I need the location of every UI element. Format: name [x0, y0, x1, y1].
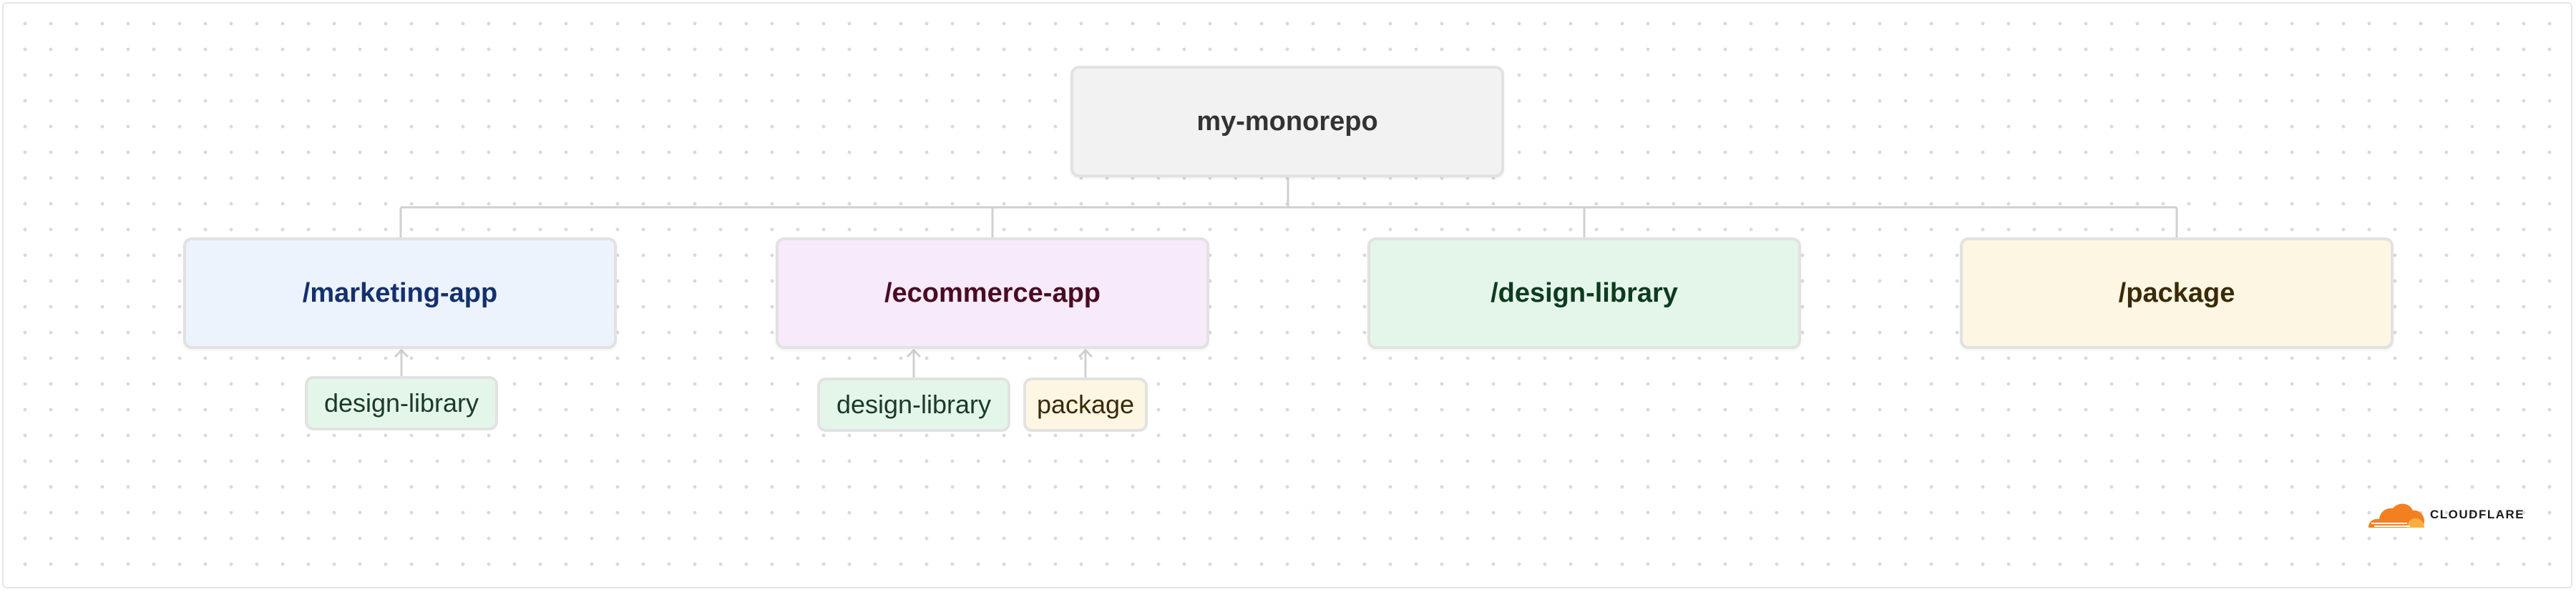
logo-wordmark: CLOUDFLARE [2430, 508, 2525, 521]
package-node-marketing-app: /marketing-app [183, 237, 617, 349]
root-node-my-monorepo: my-monorepo [1070, 66, 1504, 177]
dependency-label: design-library [323, 388, 479, 418]
dependency-chip-design-library: design-library [817, 378, 1010, 432]
package-label: /ecommerce-app [884, 277, 1101, 308]
dependency-chip-design-library: design-library [305, 376, 498, 430]
package-label: /marketing-app [302, 277, 498, 308]
cloudflare-logo: CLOUDFLARE [2364, 495, 2545, 535]
root-label: my-monorepo [1196, 106, 1378, 137]
package-label: /design-library [1491, 277, 1678, 308]
dependency-label: package [1036, 390, 1135, 419]
dependency-chip-package: package [1023, 378, 1148, 432]
cloud-icon [2368, 503, 2424, 528]
dependency-label: design-library [836, 390, 992, 419]
package-node-ecommerce-app: /ecommerce-app [776, 237, 1209, 349]
package-node-package: /package [1960, 237, 2394, 349]
package-node-design-library: /design-library [1367, 237, 1801, 349]
package-label: /package [2118, 277, 2235, 308]
